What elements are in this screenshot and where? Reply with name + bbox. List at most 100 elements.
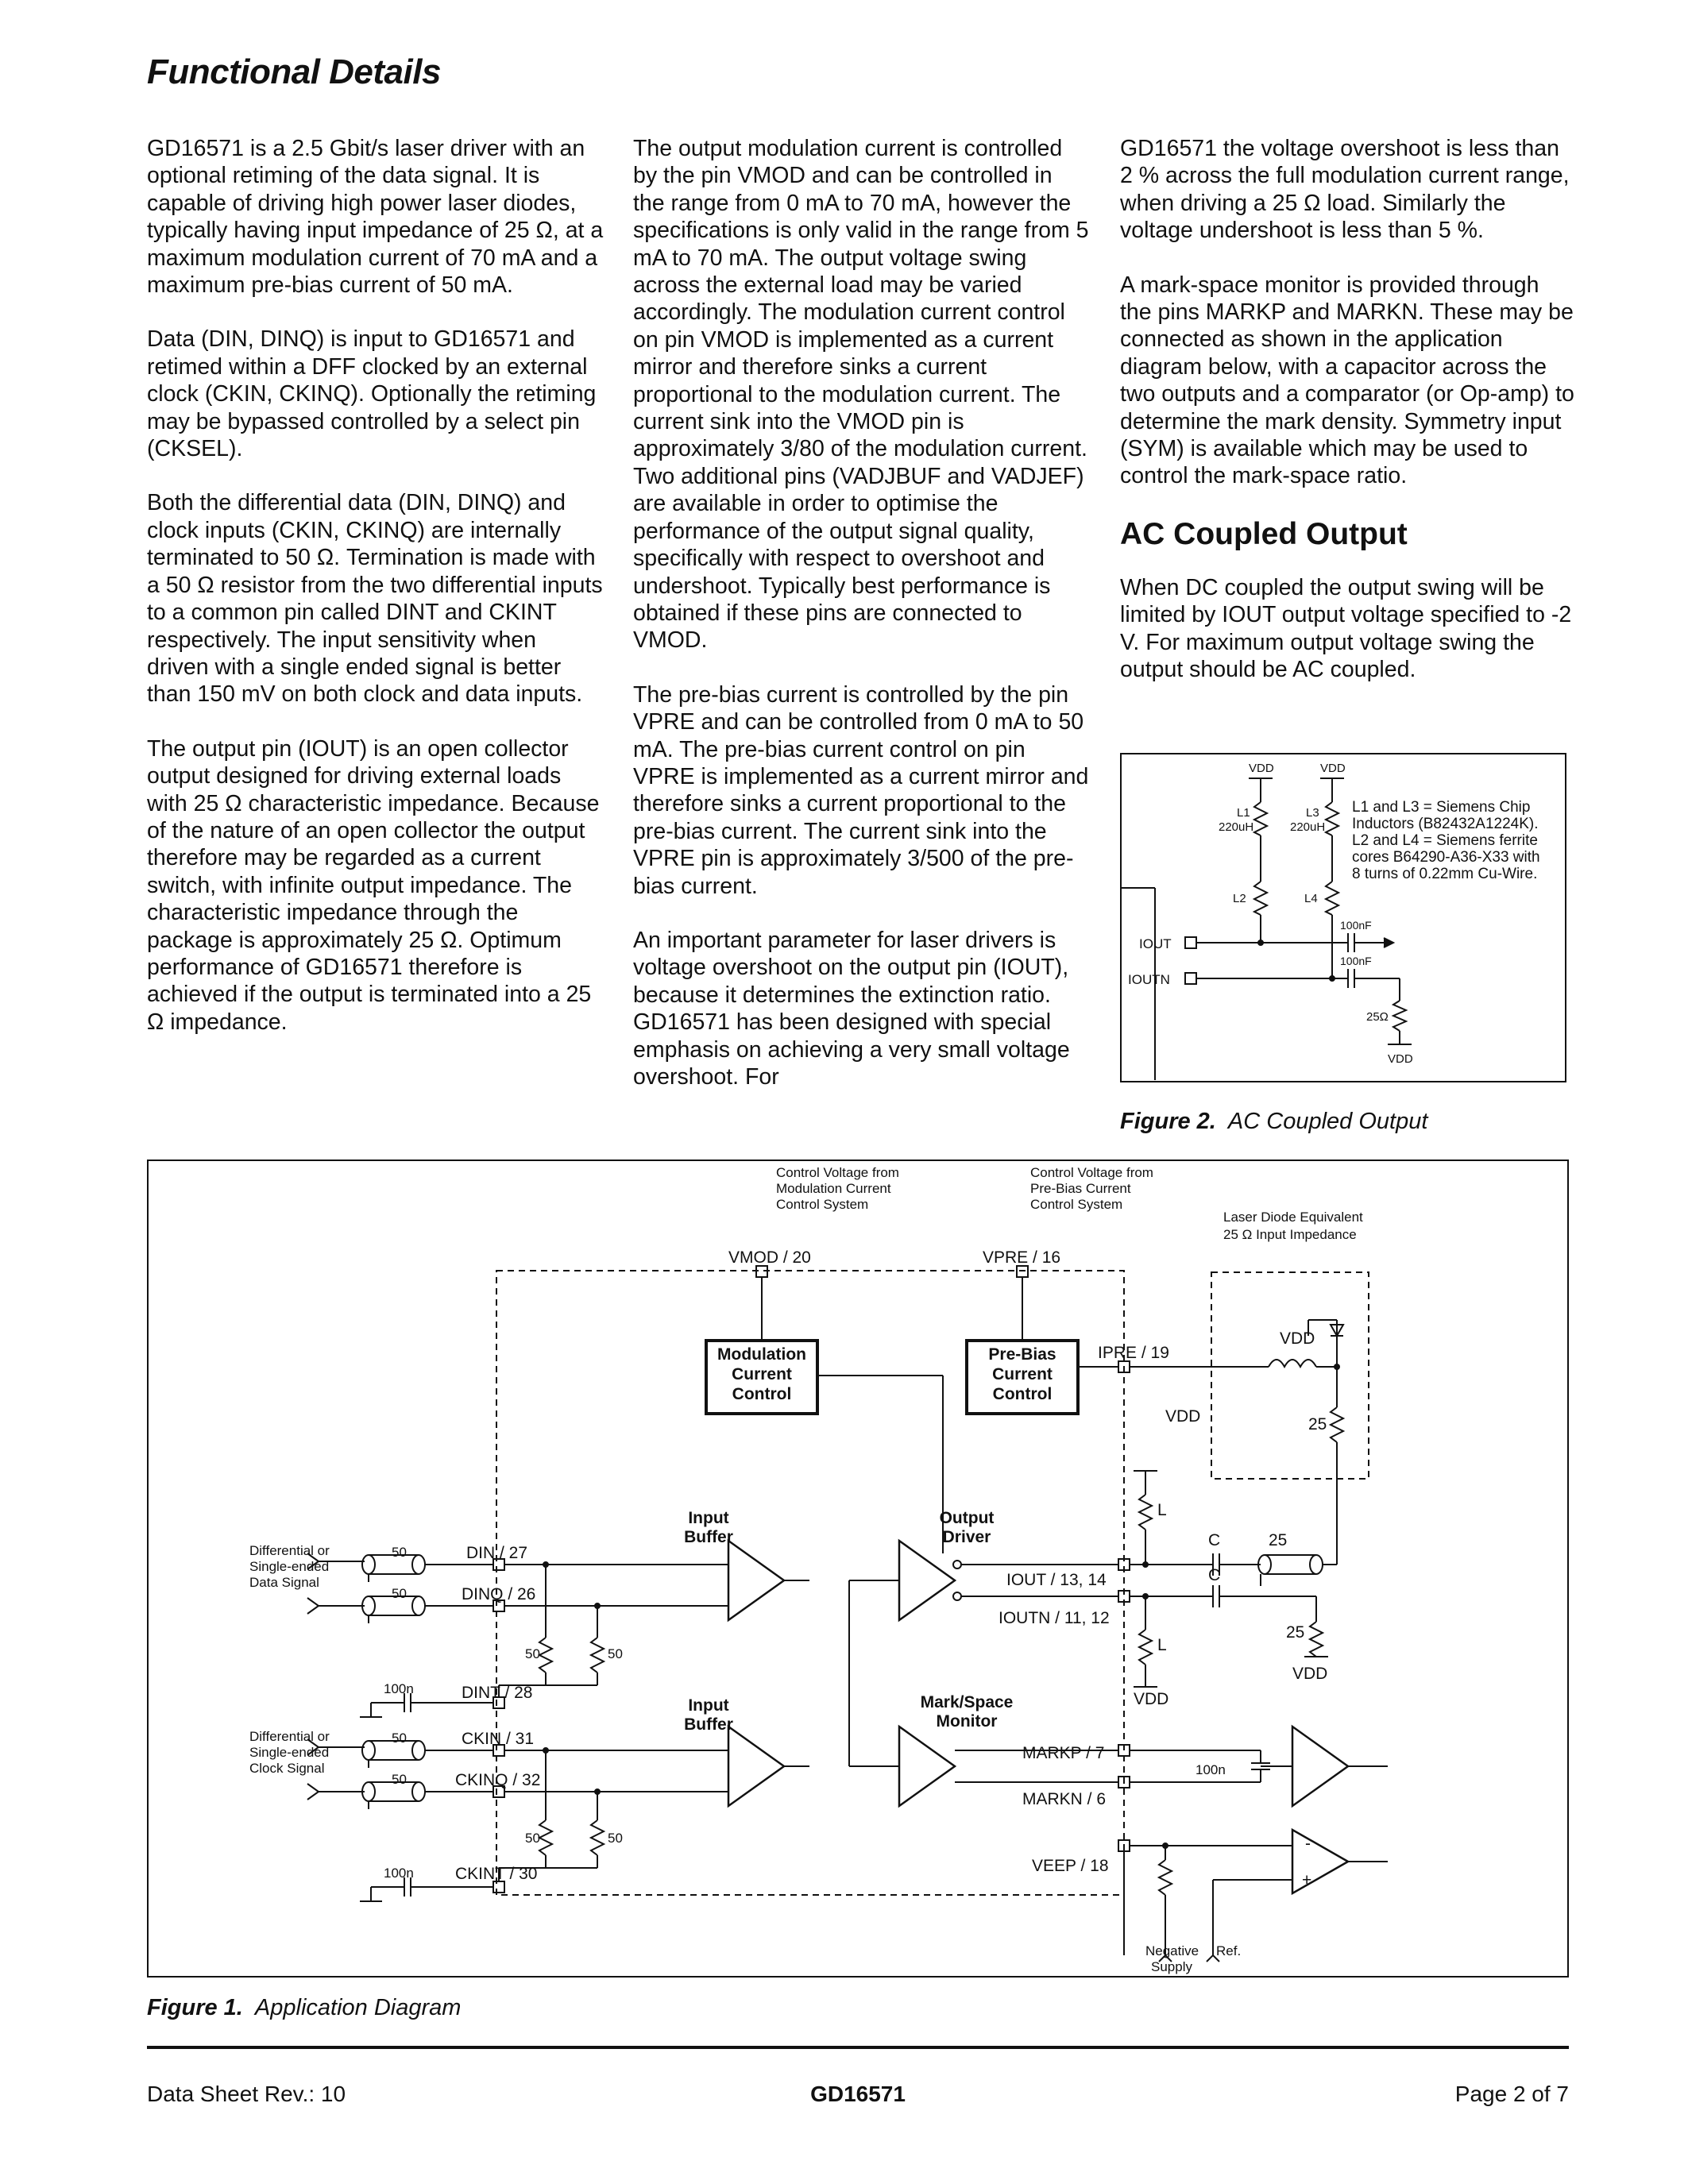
ckinq-pin-label: CKINQ / 32 (455, 1771, 540, 1789)
paragraph: Data (DIN, DINQ) is input to GD16571 and… (147, 326, 597, 462)
ctrl-pre-label: Pre-Bias Current (1030, 1181, 1131, 1196)
mod-block-label: Control (732, 1385, 792, 1403)
footer-revision: Data Sheet Rev.: 10 (147, 2082, 346, 2106)
paragraph: GD16571 the voltage overshoot is less th… (1120, 136, 1570, 244)
resistor-label: 50 (392, 1586, 407, 1601)
note-line: L1 and L3 = Siemens Chip (1352, 799, 1530, 816)
clock-signal-label: Differential or (249, 1729, 330, 1744)
capacitor-label: 100nF (1340, 919, 1372, 932)
text-column-2: The output modulation current is control… (633, 135, 1090, 1117)
page-title: Functional Details (147, 52, 441, 91)
section-heading: AC Coupled Output (1120, 516, 1408, 551)
footer-rule (147, 2046, 1569, 2049)
negative-supply-label: Supply (1151, 1959, 1192, 1974)
l3-value: 220uH (1290, 820, 1325, 834)
iout-pin-label: IOUT (1139, 936, 1172, 951)
caption-text: Application Diagram (254, 1995, 462, 2020)
vmod-pin-label: VMOD / 20 (728, 1248, 811, 1267)
ckint-pin-label: CKINT / 30 (455, 1865, 537, 1883)
vdd-label: VDD (1165, 1407, 1200, 1426)
vdd-label: VDD (1249, 762, 1274, 775)
l4-label: L4 (1304, 892, 1318, 905)
din-pin-label: DIN / 27 (466, 1544, 527, 1562)
resistor-label: 50 (392, 1545, 407, 1560)
resistor-label: 25 (1308, 1415, 1327, 1433)
l2-label: L2 (1233, 892, 1246, 905)
data-signal-label: Single-ended (249, 1559, 329, 1574)
input-buffer-label: Buffer (684, 1715, 733, 1734)
dint-pin-label: DINT / 28 (462, 1684, 532, 1702)
pre-block-label: Current (992, 1365, 1053, 1383)
note-line: cores B64290-A36-X33 with (1352, 849, 1540, 866)
vdd-label: VDD (1134, 1690, 1168, 1708)
mod-block-label: Modulation (717, 1345, 806, 1364)
pre-block-label: Pre-Bias (988, 1345, 1056, 1364)
paragraph: When DC coupled the output swing will be… (1120, 574, 1572, 683)
resistor-label: 50 (392, 1731, 407, 1746)
paragraph: The pre-bias current is controlled by th… (633, 681, 1089, 899)
capacitor-label: C (1208, 1531, 1220, 1549)
mod-block-label: Current (732, 1365, 792, 1383)
footer-page-number: Page 2 of 7 (1454, 2082, 1569, 2106)
figure-1-diagram: Control Voltage from Modulation Current … (147, 1160, 1569, 1978)
l1-value: 220uH (1219, 820, 1253, 834)
figure-2-diagram: VDD VDD VDD L1 220uH L3 220uH L2 L4 L1 a… (1120, 753, 1566, 1082)
text-column-3: GD16571 the voltage overshoot is less th… (1120, 135, 1577, 711)
text-column-1: GD16571 is a 2.5 Gbit/s laser driver wit… (147, 135, 604, 1063)
figure-2-caption: Figure 2. AC Coupled Output (1120, 1109, 1427, 1135)
footer-part-number: GD16571 (810, 2082, 906, 2106)
laser-label: Laser Diode Equivalent (1223, 1210, 1363, 1225)
resistor-label: 25 (1269, 1531, 1287, 1549)
pre-block-label: Control (993, 1385, 1053, 1403)
ac-coupled-schematic: VDD VDD VDD L1 220uH L3 220uH L2 L4 L1 a… (1122, 762, 1540, 1080)
figure-1-caption: Figure 1. Application Diagram (147, 1995, 461, 2021)
laser-label: 25 Ω Input Impedance (1223, 1227, 1357, 1242)
paragraph: Both the differential data (DIN, DINQ) a… (147, 490, 603, 708)
resistor-label: 50 (525, 1831, 540, 1846)
mark-space-label: Monitor (937, 1712, 998, 1731)
markp-pin-label: MARKP / 7 (1022, 1744, 1104, 1762)
inductor-label: L (1157, 1501, 1167, 1519)
note-line: Inductors (B82432A1224K). (1352, 816, 1539, 832)
output-driver-label: Output (940, 1509, 995, 1527)
iout-pin-label: IOUT / 13, 14 (1006, 1571, 1107, 1589)
capacitor-label: 100n (1196, 1762, 1226, 1777)
ref-label: Ref. (1216, 1943, 1241, 1958)
opamp-plus: + (1302, 1871, 1311, 1889)
negative-supply-label: Negative (1145, 1943, 1199, 1958)
caption-label: Figure 1. (147, 1995, 243, 2020)
ckin-pin-label: CKIN / 31 (462, 1730, 534, 1748)
input-buffer-label: Input (688, 1696, 728, 1715)
input-buffer-label: Buffer (684, 1528, 733, 1546)
l1-label: L1 (1237, 806, 1250, 820)
paragraph: GD16571 is a 2.5 Gbit/s laser driver wit… (147, 136, 604, 299)
data-signal-label: Differential or (249, 1543, 330, 1558)
mark-space-label: Mark/Space (921, 1693, 1014, 1711)
input-buffer-label: Input (688, 1509, 728, 1527)
application-schematic: Control Voltage from Modulation Current … (249, 1165, 1388, 1974)
clock-signal-label: Single-ended (249, 1745, 329, 1760)
inductor-label: L (1157, 1636, 1167, 1654)
resistor-label: 50 (608, 1831, 623, 1846)
resistor-label: 50 (608, 1646, 623, 1661)
resistor-label: 50 (525, 1646, 540, 1661)
dinq-pin-label: DINQ / 26 (462, 1585, 535, 1603)
note-line: L2 and L4 = Siemens ferrite (1352, 832, 1538, 849)
capacitor-label: 100n (384, 1681, 414, 1696)
opamp-minus: - (1305, 1835, 1311, 1853)
vdd-label: VDD (1388, 1052, 1413, 1066)
paragraph: A mark-space monitor is provided through… (1120, 272, 1574, 489)
vdd-label: VDD (1280, 1329, 1315, 1348)
capacitor-label: C (1208, 1566, 1220, 1584)
veep-pin-label: VEEP / 18 (1032, 1857, 1109, 1875)
data-signal-label: Data Signal (249, 1575, 319, 1590)
capacitor-label: 100n (384, 1866, 414, 1881)
ctrl-pre-label: Control System (1030, 1197, 1122, 1212)
ctrl-mod-label: Control System (776, 1197, 868, 1212)
ctrl-mod-label: Control Voltage from (776, 1165, 899, 1180)
clock-signal-label: Clock Signal (249, 1761, 325, 1776)
ctrl-pre-label: Control Voltage from (1030, 1165, 1153, 1180)
ctrl-mod-label: Modulation Current (776, 1181, 891, 1196)
ioutn-pin-label: IOUTN (1128, 972, 1170, 987)
note-line: 8 turns of 0.22mm Cu-Wire. (1352, 866, 1537, 882)
